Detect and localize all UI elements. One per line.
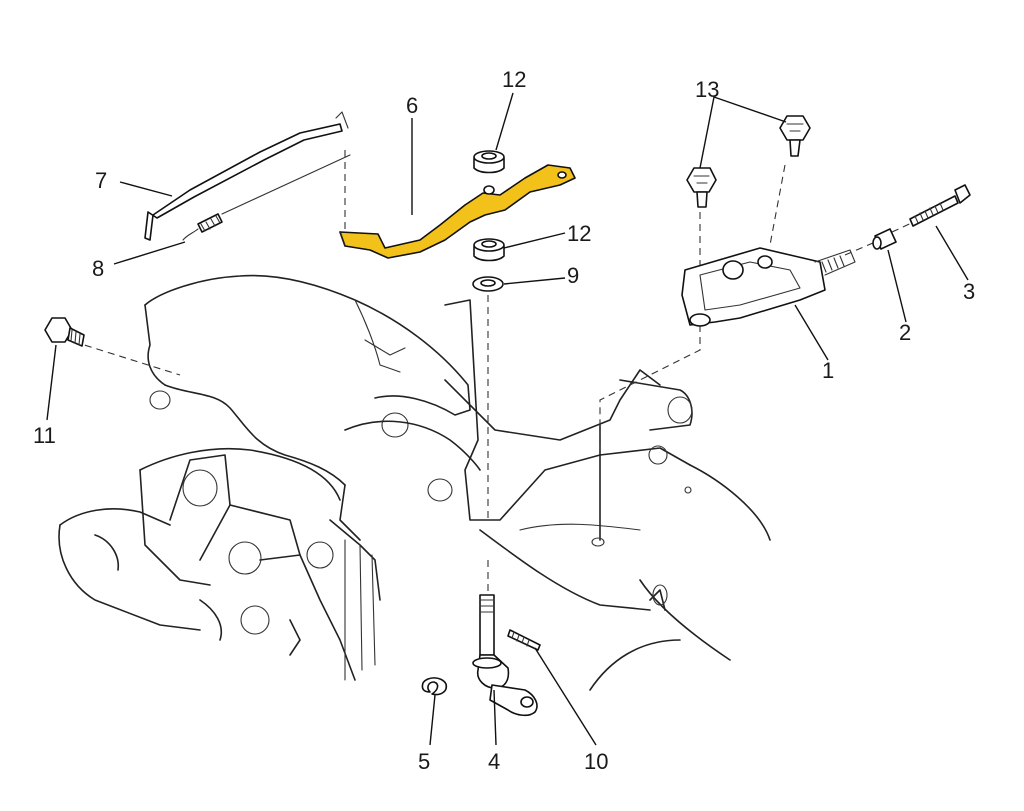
part-9-washer — [472, 276, 504, 292]
part-5-clip — [421, 677, 448, 696]
callout-5: 5 — [418, 749, 431, 774]
callout-6: 6 — [406, 93, 419, 118]
part-8-spring — [182, 154, 351, 241]
callout-13: 13 — [695, 77, 720, 102]
part-13-bolt-right — [779, 115, 811, 157]
leader-lines — [46, 92, 969, 746]
callout-8: 8 — [92, 256, 105, 281]
callout-2: 2 — [899, 320, 912, 345]
callout-12-lower: 12 — [567, 221, 592, 246]
callout-7: 7 — [95, 168, 108, 193]
callout-10: 10 — [584, 749, 609, 774]
part-12-nut-lower — [473, 238, 505, 262]
part-2-spacer — [872, 228, 897, 250]
part-3-bolt — [909, 184, 971, 227]
assembly-lines — [61, 150, 919, 610]
part-10-pin — [507, 629, 541, 651]
callout-11: 11 — [33, 423, 56, 448]
part-4-shaft — [472, 594, 538, 717]
callout-4: 4 — [488, 749, 501, 774]
part-12-nut-top — [473, 150, 505, 174]
part-13-bolt-left — [686, 167, 717, 208]
callout-1: 1 — [822, 358, 835, 383]
part-1-bracket-plate — [681, 247, 856, 327]
part-6-bracket — [339, 164, 576, 259]
part-7-rod — [144, 111, 349, 241]
part-11-bolt — [44, 317, 85, 347]
engine-housing — [58, 274, 771, 691]
callout-12-top: 12 — [502, 67, 527, 92]
callout-9: 9 — [567, 263, 580, 288]
callout-3: 3 — [963, 279, 976, 304]
